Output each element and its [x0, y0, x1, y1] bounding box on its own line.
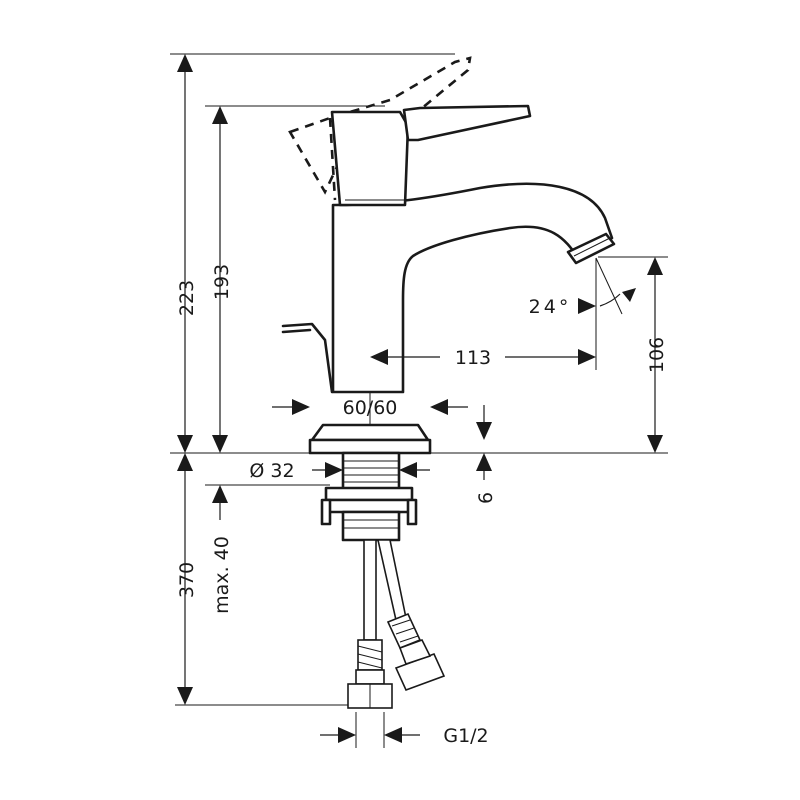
- dim-base-thickness: 6: [475, 492, 497, 504]
- dim-spout-reach: 113: [455, 347, 491, 369]
- right-hose: [377, 539, 407, 621]
- dim-hose-length: 370: [176, 562, 198, 598]
- dim-shank-diameter: Ø 32: [249, 460, 294, 482]
- dim-total-height: 223: [176, 280, 198, 316]
- spout: [331, 182, 614, 394]
- mounting-hardware: [308, 423, 432, 542]
- dim-max-counter-thickness: max. 40: [211, 536, 233, 614]
- dimension-lines: [177, 54, 663, 743]
- base-plate: [310, 423, 430, 442]
- mounting-nut: [324, 486, 414, 502]
- dimension-labels: 223 193 370 max. 40 106 113 60/60 Ø 32 6…: [176, 264, 668, 747]
- dim-outlet-height: 106: [646, 337, 668, 373]
- faucet-body: [281, 56, 616, 394]
- popup-rod: [281, 322, 334, 394]
- lever-handle: [402, 104, 532, 142]
- dim-base-diameter: 60/60: [343, 397, 398, 419]
- supply-hoses: [347, 539, 446, 709]
- dim-spout-height: 193: [211, 264, 233, 300]
- dim-spray-angle: 24°: [529, 296, 572, 318]
- lever-head: [330, 110, 410, 207]
- left-hose: [363, 539, 377, 641]
- dim-connection-thread: G1/2: [443, 725, 488, 747]
